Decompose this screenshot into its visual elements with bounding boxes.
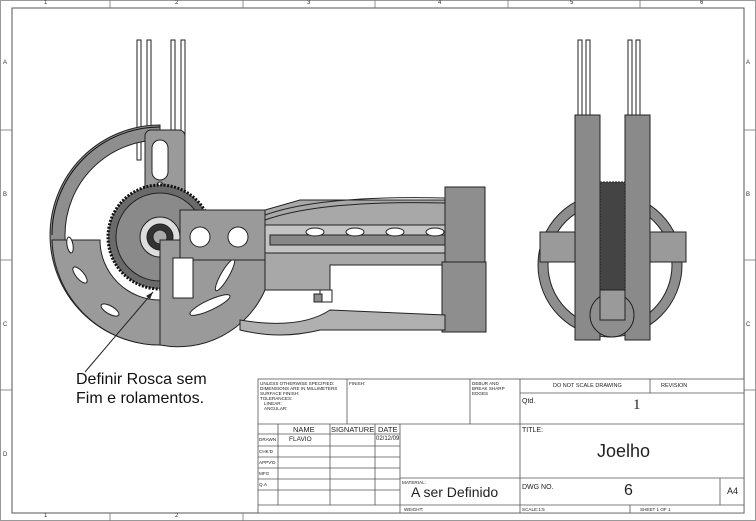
sheet-label: SHEET 1 OF 1 xyxy=(640,507,671,512)
zone-row-a-left: A xyxy=(3,60,8,66)
zone-col-3-top: 3 xyxy=(307,0,311,6)
note-line-1: Definir Rosca sem xyxy=(76,371,207,388)
material-value: A ser Definido xyxy=(411,484,499,500)
leader-line xyxy=(84,291,154,373)
row-chkd-label: CHK'D xyxy=(259,449,273,454)
zone-row-c-right: C xyxy=(746,322,751,328)
tol-line-4: TOLERANCES: xyxy=(260,396,293,401)
row-qa-label: Q.A xyxy=(259,482,267,487)
zone-row-a-right: A xyxy=(746,60,751,66)
qtd-label: Qtd. xyxy=(522,398,536,405)
zone-col-1-top: 1 xyxy=(44,0,48,6)
zone-col-4-top: 4 xyxy=(438,0,442,6)
dwg-label: DWG NO. xyxy=(522,484,554,491)
tol-line-2: DIMENSIONS ARE IN MILLIMETERS xyxy=(260,386,338,391)
tol-line-6: ANGULAR: xyxy=(264,406,288,411)
tol-line-1: UNLESS OTHERWISE SPECIFIED: xyxy=(260,381,335,386)
drawing-note: Definir Rosca sem Fim e rolamentos. xyxy=(76,370,207,408)
zone-row-d-left: D xyxy=(3,452,8,458)
dwg-value: 6 xyxy=(624,482,633,499)
zone-col-6-top: 6 xyxy=(700,0,704,6)
zone-col-2-bottom: 2 xyxy=(175,513,179,519)
zone-col-5-top: 5 xyxy=(570,0,574,6)
weight-label: WEIGHT: xyxy=(404,507,424,512)
zone-row-b-right: B xyxy=(746,192,751,198)
side-view xyxy=(537,39,687,341)
tolerances-block: UNLESS OTHERWISE SPECIFIED: DIMENSIONS A… xyxy=(260,381,337,411)
title-value: Joelho xyxy=(597,441,651,461)
row-drawn-name: FLAVIO xyxy=(289,436,312,443)
deburr-line-1: DEBUR AND xyxy=(472,381,499,386)
zone-row-b-left: B xyxy=(3,192,8,198)
row-mfg-label: MFG xyxy=(259,471,270,476)
row-appvd-label: APPV'D xyxy=(259,460,276,465)
revision-label: REVISION xyxy=(661,383,688,389)
title-block-grid xyxy=(257,378,745,514)
finish-label: FINISH: xyxy=(349,381,366,386)
size-value: A4 xyxy=(727,486,739,496)
header-signature: SIGNATURE xyxy=(331,425,375,434)
scale-label: SCALE:1:5 xyxy=(522,507,545,512)
leader-arrow xyxy=(146,292,153,299)
front-view xyxy=(49,39,487,348)
material-label: MATERIAL: xyxy=(402,480,426,485)
deburr-line-3: EDGES xyxy=(472,391,489,396)
deburr-block: DEBUR AND BREAK SHARP EDGES xyxy=(472,381,505,396)
row-drawn-date: 02/12/09 xyxy=(376,436,400,442)
header-date: DATE xyxy=(378,425,398,434)
zone-col-2-top: 2 xyxy=(175,0,179,6)
zone-col-1-bottom: 1 xyxy=(44,513,48,519)
do-not-scale: DO NOT SCALE DRAWING xyxy=(553,383,622,389)
header-name: NAME xyxy=(293,425,315,434)
zone-row-c-left: C xyxy=(3,322,8,328)
tol-line-5: LINEAR: xyxy=(264,401,282,406)
note-line-2: Fim e rolamentos. xyxy=(76,390,205,407)
qtd-value: 1 xyxy=(633,397,641,413)
tol-line-3: SURFACE FINISH: xyxy=(260,391,300,396)
row-drawn-label: DRAWN xyxy=(259,437,277,442)
deburr-line-2: BREAK SHARP xyxy=(472,386,505,391)
title-label: TITLE: xyxy=(522,427,544,434)
